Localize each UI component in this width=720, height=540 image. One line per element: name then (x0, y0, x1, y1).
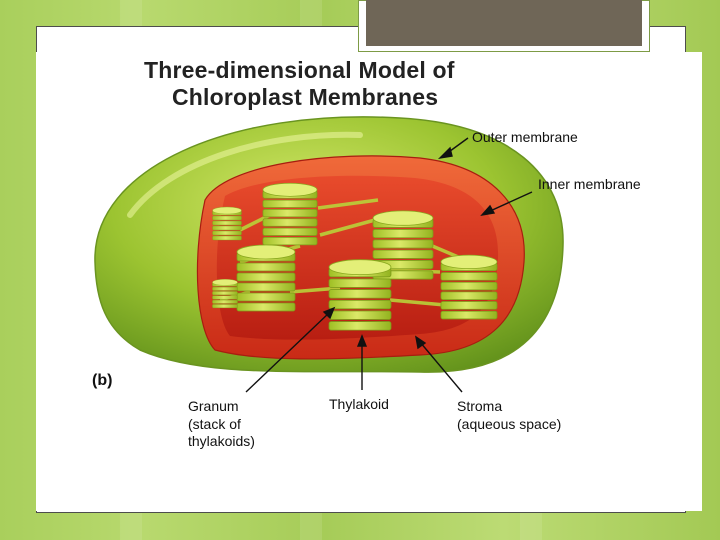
label-stroma: Stroma (aqueous space) (457, 398, 561, 433)
granum-stack (441, 255, 497, 319)
granum-stack (263, 183, 317, 245)
label-granum: Granum (stack of thylakoids) (188, 398, 255, 451)
label-inner-membrane: Inner membrane (538, 176, 641, 194)
granum-stack (213, 207, 242, 240)
label-thylakoid: Thylakoid (329, 396, 389, 414)
granum-stack (237, 245, 295, 311)
label-outer-membrane: Outer membrane (472, 129, 578, 147)
granum-stack (329, 260, 391, 330)
panel-letter: (b) (92, 372, 112, 390)
granum-stack (212, 279, 237, 308)
